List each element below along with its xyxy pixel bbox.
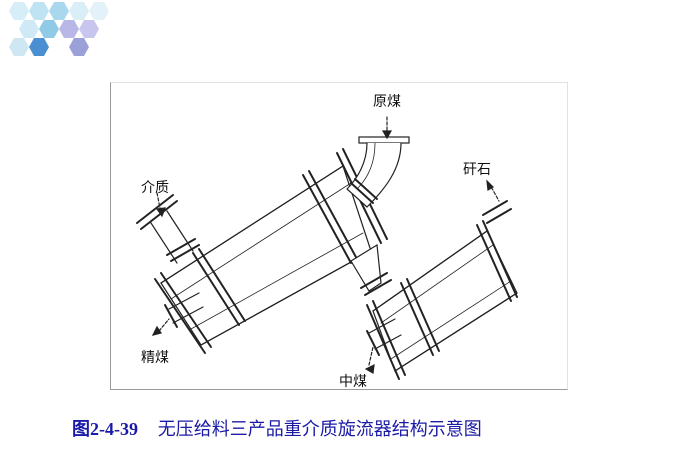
gangue-outlet: [482, 200, 512, 224]
hexagon-shape: [39, 20, 59, 38]
diagram-frame: 原煤 介质 矸石 精煤 中煤: [110, 82, 568, 390]
hexagon-shape: [89, 2, 109, 20]
hexagon-shape: [69, 38, 89, 56]
hexagon-shape: [49, 2, 69, 20]
hexagon-shape: [9, 2, 29, 20]
hexagon-shape: [29, 38, 49, 56]
raw-coal-inlet: [346, 136, 410, 208]
clean-coal-outlet: [164, 292, 204, 328]
hexagon-shape: [29, 2, 49, 20]
flow-arrows: [151, 116, 500, 374]
raw-coal-label: 原煤: [373, 94, 401, 110]
figure-number: 图2-4-39: [72, 419, 138, 439]
hexagon-shape: [79, 20, 99, 38]
figure-caption: 图2-4-39 无压给料三产品重介质旋流器结构示意图: [72, 415, 482, 441]
gangue-label: 矸石: [463, 162, 491, 178]
cyclone-diagram: [136, 116, 518, 380]
middlings-outlet: [366, 318, 402, 356]
connecting-throat: [350, 243, 392, 296]
hexagon-shape: [59, 20, 79, 38]
figure-title: 无压给料三产品重介质旋流器结构示意图: [157, 419, 482, 440]
secondary-cyclone-body: [366, 220, 518, 380]
hexagon-shape: [9, 38, 29, 56]
medium-inlet: [136, 194, 200, 264]
clean-coal-label: 精煤: [141, 350, 169, 366]
hexagon-shape: [19, 20, 39, 38]
medium-label: 介质: [141, 180, 169, 196]
middlings-label: 中煤: [339, 374, 367, 390]
hexagon-decoration: [9, 2, 109, 56]
hexagon-shape: [69, 2, 89, 20]
